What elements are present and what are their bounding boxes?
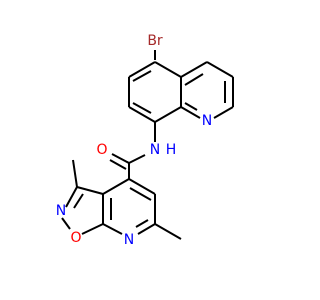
atom-br-label: Br [147, 33, 163, 49]
bond-q1 [128, 61, 156, 78]
bond-q3-inner [132, 102, 152, 114]
bond-q4 [154, 106, 182, 123]
bond-q6 [154, 61, 182, 78]
bond-r4 [102, 223, 123, 235]
molecule-structure: Br N N H O N O N [56, 33, 234, 248]
bond-r6 [102, 178, 130, 195]
bond-r3-inner [135, 219, 149, 228]
bond-r3 [137, 223, 156, 235]
atom-n-quinoline-label: N [202, 113, 212, 129]
bond-c-o-double [109, 159, 127, 170]
bond-p5-inner [184, 102, 198, 111]
bond-methyl-6 [154, 223, 182, 240]
bond-i1 [76, 186, 104, 195]
bond-methyl-3 [72, 159, 78, 188]
atom-o-carbonyl-label: O [96, 142, 107, 158]
bond-i4 [81, 223, 104, 235]
bond-i2 [65, 186, 78, 208]
bond-q1-inner [132, 70, 152, 82]
atom-n-pyridine-label: N [124, 232, 134, 248]
bond-p1-inner [184, 73, 204, 86]
atom-n-amide-label: N [150, 142, 160, 158]
bond-p2 [206, 61, 234, 78]
bond-p4 [213, 106, 234, 119]
bond-i3 [61, 217, 71, 230]
atom-n-isoxazole-label: N [56, 203, 66, 219]
bond-r1-inner [129, 187, 152, 201]
bond-p5 [180, 106, 201, 119]
bond-q3 [128, 106, 156, 123]
bond-c-o [111, 153, 130, 164]
bond-p1 [180, 61, 208, 78]
molecule-canvas: Br N N H O N O N [55, 33, 234, 248]
atom-o-isoxazole-label: O [70, 230, 81, 246]
bond-nh-c [128, 154, 146, 164]
atom-h-amide-label: H [166, 142, 177, 158]
bond-i2-inner [73, 193, 84, 209]
bond-r1 [128, 178, 156, 195]
